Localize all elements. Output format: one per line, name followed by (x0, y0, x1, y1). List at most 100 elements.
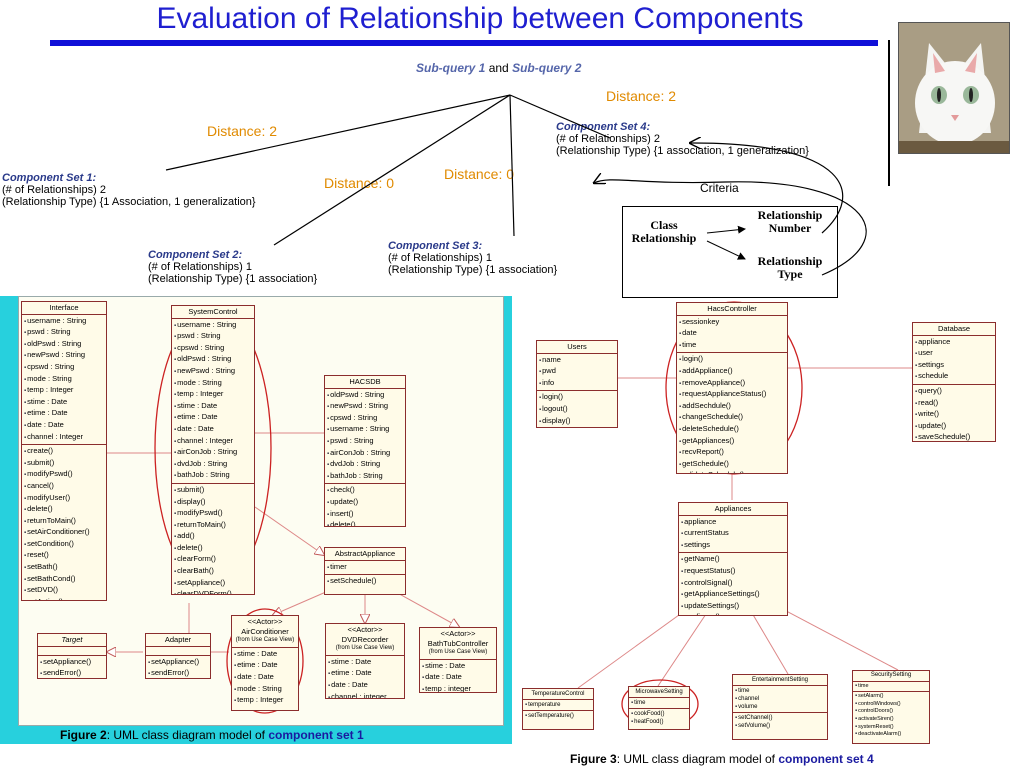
class-member: controlDoors() (855, 708, 927, 716)
class-name: <<Actor>> BathTubController (from Use Ca… (420, 628, 496, 660)
class-member: getApplianceSettings() (681, 589, 785, 601)
class-operations: check()update()insert()delete()retrieve(… (325, 484, 405, 526)
class-member: date : Date (328, 680, 402, 692)
fig3-caption-text: : UML class diagram model of (616, 752, 779, 766)
class-database: Database applianceusersettingsschedule q… (912, 322, 996, 442)
class-member: heatFood() (631, 718, 687, 726)
class-member: clearBath() (174, 566, 252, 578)
distance-label-cs1: Distance: 2 (207, 123, 278, 139)
class-member: requestApplianceStatus() (679, 389, 785, 401)
subquery-1: Sub-query 1 (416, 61, 486, 75)
class-member: temp : Integer (174, 389, 252, 401)
class-securitysetting: SecuritySetting time setAlarm()controlWi… (852, 670, 930, 744)
class-member: setDVD() (24, 585, 104, 597)
actor-name: BathTubController (427, 638, 489, 648)
class-member: cpswd : String (24, 362, 104, 374)
cs1-type: (Relationship Type) {1 Association, 1 ge… (2, 196, 256, 208)
cs2-type: (Relationship Type) {1 association} (148, 273, 318, 285)
relationship-type-label: Relationship Type (757, 254, 823, 281)
class-member: forwardRequest() (539, 427, 615, 428)
class-member: removeAppliance() (679, 378, 785, 390)
class-member: date : Date (174, 424, 252, 436)
class-member: pswd : String (24, 327, 104, 339)
class-name: Appliances (679, 503, 787, 516)
class-member: mode : String (234, 684, 296, 696)
class-systemcontrol: SystemControl username : Stringpswd : St… (171, 305, 255, 595)
class-member: addAppliance() (679, 366, 785, 378)
class-hacsdb: HACSDB oldPswd : StringnewPswd : Stringc… (324, 375, 406, 527)
figure-3-caption: Figure 3: UML class diagram model of com… (570, 752, 874, 766)
class-member: recvReport() (679, 447, 785, 459)
figure-3-diagram: Users namepwdinfo login()logout()display… (518, 298, 1024, 746)
class-member: cpswd : String (327, 413, 403, 425)
class-member: stime : Date (174, 401, 252, 413)
class-name: <<Actor>> DVDRecorder (from Use Case Vie… (326, 624, 404, 656)
class-attributes: time (853, 682, 929, 693)
class-operations: setChannel()setVolume() (733, 713, 827, 731)
class-member: temp : Integer (24, 385, 104, 397)
class-member: modifyUser() (24, 493, 104, 505)
class-member: appliance (681, 517, 785, 529)
class-member: stime : Date (234, 649, 296, 661)
class-member: etime : Date (328, 668, 402, 680)
title-underline (50, 40, 878, 46)
class-member: currentStatus (681, 528, 785, 540)
class-member: dvdJob : String (327, 459, 403, 471)
class-name: Target (38, 634, 106, 647)
class-attributes: time (629, 698, 689, 709)
class-attributes: appliancecurrentStatussettings (679, 516, 787, 554)
distance-label-cs3: Distance: 0 (444, 166, 515, 182)
class-member: stime : Date (422, 661, 494, 673)
class-attributes: username : Stringpswd : Stringcpswd : St… (172, 319, 254, 484)
class-member: etime : Date (234, 660, 296, 672)
actor-source: (from Use Case View) (235, 637, 295, 644)
class-microwavesetting: MicrowaveSetting time cookFood()heatFood… (628, 686, 690, 730)
component-set-2: Component Set 2: (# of Relationships) 1 … (148, 249, 317, 285)
class-name: HacsController (677, 303, 787, 316)
class-attributes (38, 647, 106, 656)
class-operations: query()read()write()update()saveSchedule… (913, 385, 995, 441)
class-abstractappliance: AbstractAppliance timer setSchedule() (324, 547, 406, 595)
fig3-caption-emph: component set 4 (778, 752, 874, 766)
class-member: setAction() (24, 597, 104, 600)
class-member: setBath() (24, 562, 104, 574)
class-member: submit() (174, 485, 252, 497)
page-title: Evaluation of Relationship between Compo… (156, 2, 804, 35)
actor-name: AirConditioner (241, 626, 289, 636)
class-name: Database (913, 323, 995, 336)
class-member: setAppliance() (148, 657, 208, 669)
class-member: returnToMain() (24, 516, 104, 528)
class-member: newPswd : String (24, 350, 104, 362)
class-member: timer (327, 562, 403, 574)
cs1-count: (# of Relationships) 2 (2, 184, 106, 196)
class-member: configure() (681, 612, 785, 615)
subquery-and: and (488, 61, 509, 75)
class-attributes: timer (325, 561, 405, 576)
class-member: etime : Date (24, 408, 104, 420)
class-member: date (679, 328, 785, 340)
class-name: TemperatureControl (523, 689, 593, 700)
class-member: pswd : String (174, 331, 252, 343)
class-member: date : Date (24, 420, 104, 432)
class-member: time (631, 699, 687, 707)
class-member: channel : Integer (174, 436, 252, 448)
class-member: delete() (327, 520, 403, 526)
component-set-1: Component Set 1: (# of Relationships) 2 … (2, 172, 256, 208)
divider-line (888, 40, 890, 186)
class-member: changeSchedule() (679, 412, 785, 424)
cs4-type: (Relationship Type) {1 association, 1 ge… (556, 145, 809, 157)
criteria-label: Criteria (700, 181, 739, 195)
class-member: controlWindows() (855, 701, 927, 709)
class-operations: setAppliance()sendError() (38, 656, 106, 678)
class-member: volume (735, 703, 825, 711)
class-member: getName() (681, 554, 785, 566)
class-member: schedule (915, 371, 993, 383)
class-member: channel : integer (328, 692, 402, 698)
class-member: modifyPswd() (24, 469, 104, 481)
class-member: login() (539, 392, 615, 404)
class-member: display() (539, 416, 615, 427)
class-relationship-label: Class Relationship (631, 218, 697, 245)
class-member: returnToMain() (174, 520, 252, 532)
class-member: username : String (24, 316, 104, 328)
class-member: addSechdule() (679, 401, 785, 413)
